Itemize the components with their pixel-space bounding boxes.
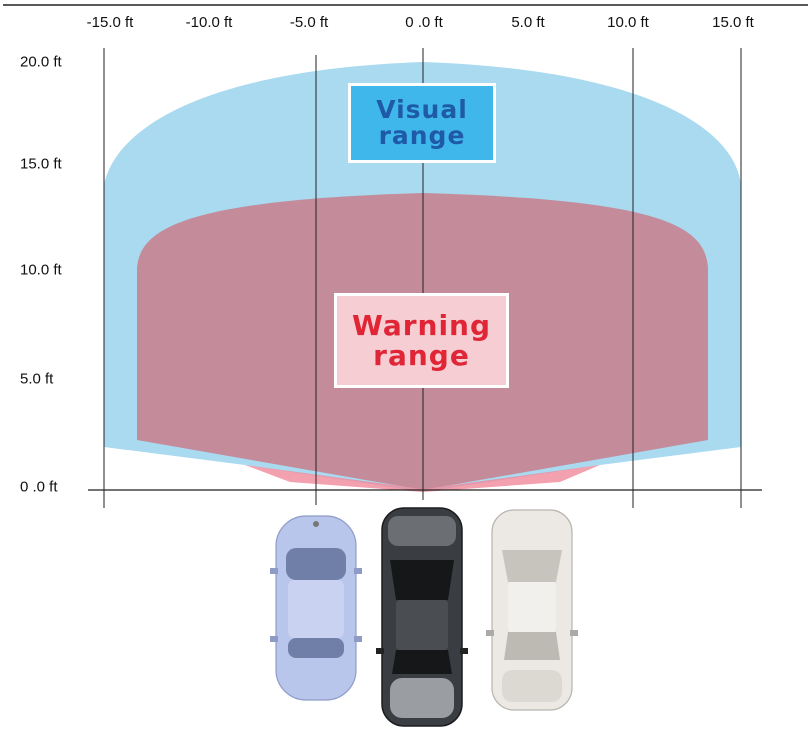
x-tick-label: 0 .0 ft [405,14,443,31]
y-tick-label: 10.0 ft [20,261,62,279]
visual-range-label: Visual range [348,83,496,163]
center-car [376,507,468,727]
visual-range-label-line1: Visual [376,94,468,124]
x-tick-label: 15.0 ft [712,14,754,31]
vertical-gridlines [103,48,742,508]
warning-range-label-line2: range [373,338,470,372]
warning-range-label-line1: Warning [351,309,492,343]
x-tick-label: -15.0 ft [86,14,134,31]
warning-range-edge [245,465,600,492]
x-tick-label: -10.0 ft [185,14,233,31]
y-tick-label: 20.0 ft [20,53,62,71]
visual-range-label-line2: range [378,121,466,150]
left-car [270,515,362,701]
x-tick-label: -5.0 ft [289,14,329,31]
y-tick-label: 5.0 ft [20,370,54,388]
x-tick-label: 10.0 ft [607,14,649,31]
right-car [486,509,578,711]
y-tick-label: 15.0 ft [20,155,62,173]
x-tick-label: 5.0 ft [511,14,545,31]
warning-range-label: Warning range [334,293,509,388]
y-tick-label: 0 .0 ft [20,478,58,496]
